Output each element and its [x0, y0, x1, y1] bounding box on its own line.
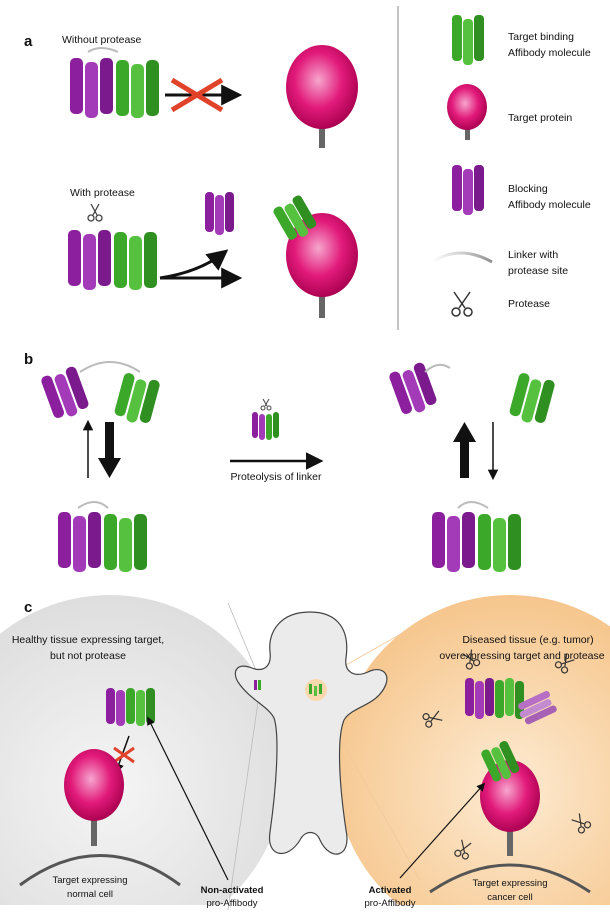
normal-cell-membrane	[19, 854, 181, 887]
scissors-icon	[87, 203, 103, 222]
normal-cell-label-line2: normal cell	[67, 889, 113, 900]
block-x-icon	[170, 77, 224, 113]
zoom-line	[227, 687, 261, 911]
pro-affibody-complex-icon	[70, 47, 159, 118]
binding-affibody-icon	[481, 741, 520, 782]
linker-fragment-icon	[424, 363, 451, 373]
healthy-tissue-zone	[0, 595, 285, 919]
body-figure-icon	[234, 611, 388, 855]
scissors-icon	[422, 710, 443, 728]
equilibrium-arrow-down-thick	[98, 422, 121, 478]
legend-blocking-line1: Blocking	[508, 183, 548, 195]
panel-c-letter: c	[24, 599, 32, 616]
nonactivated-label-line2: pro-Affibody	[206, 898, 257, 909]
panel-c: c Healthy tissue expressing target, but …	[0, 595, 610, 919]
diseased-tissue-zone	[335, 595, 610, 919]
small-pro-affibody-icon	[252, 412, 279, 440]
target-protein-icon	[64, 749, 124, 846]
open-pro-affibody-icon	[41, 361, 160, 423]
diseased-label-line1: Diseased tissue (e.g. tumor)	[462, 634, 593, 646]
without-protease-label: Without protease	[62, 34, 142, 46]
legend-binding-line1: Target binding	[508, 31, 574, 43]
equilibrium-arrow-up-thick	[453, 422, 476, 478]
scissors-icon	[451, 291, 473, 317]
pro-affibody-complex-icon	[465, 678, 524, 719]
scissors-icon	[260, 398, 272, 411]
scissors-icon	[454, 839, 472, 860]
scissors-icon	[571, 813, 592, 834]
binding-affibody-icon	[452, 15, 484, 65]
closed-pro-affibody-icon	[432, 501, 521, 572]
panel-b: b	[24, 351, 555, 572]
with-protease-label: With protease	[70, 187, 135, 199]
closed-pro-affibody-icon	[58, 501, 147, 572]
legend-protease: Protease	[508, 298, 550, 310]
proteolysis-label: Proteolysis of linker	[230, 471, 322, 483]
healthy-label-line2: but not protease	[50, 650, 126, 662]
cleaved-blocking-affibody-icon	[389, 362, 437, 414]
diseased-label-line2: overexpressing target and protease	[439, 650, 604, 662]
panel-b-letter: b	[24, 351, 33, 368]
target-protein-icon	[286, 45, 358, 148]
zoom-line	[227, 602, 261, 681]
activated-label-line2: pro-Affibody	[364, 898, 415, 909]
scissors-icon	[554, 653, 575, 674]
legend-linker-line2: protease site	[508, 265, 568, 277]
normal-cell-label-line1: Target expressing	[53, 875, 128, 886]
tumor-site-affibodies	[309, 684, 322, 696]
cleaved-binding-affibody-icon	[509, 373, 555, 423]
nonactivated-pointer	[147, 716, 229, 881]
healthy-site-marker	[254, 680, 261, 690]
linker-icon	[431, 251, 493, 264]
activated-pointer	[399, 782, 486, 879]
nonactivated-label-line1: Non-activated	[201, 885, 264, 896]
target-protein-icon	[447, 84, 487, 140]
cancer-cell-label-line1: Target expressing	[473, 878, 548, 889]
cleavage-arrows	[159, 249, 243, 289]
legend-target: Target protein	[508, 112, 572, 124]
healthy-label-line1: Healthy tissue expressing target,	[12, 634, 164, 646]
panel-a: a Without protease With protease	[24, 6, 591, 330]
blocking-affibody-icon	[452, 165, 484, 215]
cancer-cell-membrane	[429, 863, 591, 894]
activated-label-line1: Activated	[369, 885, 412, 896]
legend-binding-line2: Affibody molecule	[508, 47, 591, 59]
scissors-icon	[462, 649, 481, 670]
panel-a-letter: a	[24, 33, 33, 50]
legend-linker-line1: Linker with	[508, 249, 558, 261]
block-x-icon	[113, 746, 135, 764]
pro-affibody-complex-icon	[68, 230, 157, 290]
cancer-cell-label-line2: cancer cell	[487, 892, 532, 903]
binding-affibody-icon	[273, 195, 317, 240]
blocking-affibody-icon	[205, 192, 234, 235]
legend-blocking-line2: Affibody molecule	[508, 199, 591, 211]
blocking-affibody-icon	[518, 690, 557, 725]
pro-affibody-complex-icon	[106, 688, 155, 726]
